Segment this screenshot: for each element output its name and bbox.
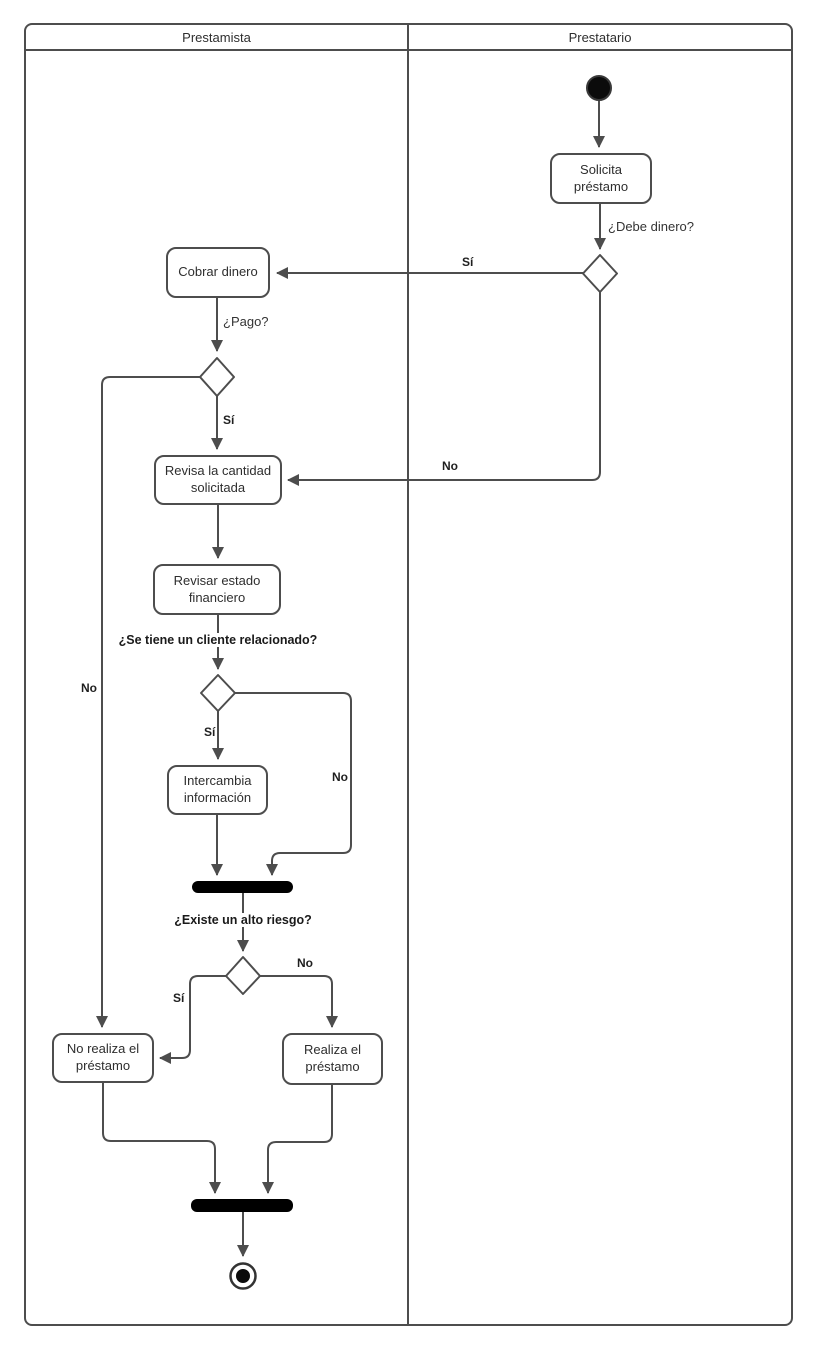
guard-riesgo-si: Sí bbox=[172, 991, 186, 1005]
edge-cliente-no-to-join1 bbox=[235, 692, 352, 876]
decision-cliente-relacionado bbox=[200, 674, 236, 712]
edge-pago-no-to-no-realiza bbox=[96, 376, 200, 1028]
edge-debe-no-to-revisa bbox=[287, 292, 601, 486]
activity-revisar-estado: Revisar estado financiero bbox=[153, 564, 281, 615]
decision-debe-dinero bbox=[582, 254, 618, 293]
join-bar-2 bbox=[191, 1199, 293, 1212]
guard-pago-si: Sí bbox=[222, 413, 236, 427]
guard-debe-si: Sí bbox=[461, 255, 475, 269]
edge-riesgo-si-to-no-realiza bbox=[159, 975, 226, 1064]
question-cliente-relacionado: ¿Se tiene un cliente relacionado? bbox=[117, 633, 319, 647]
activity-revisa-cantidad: Revisa la cantidad solicitada bbox=[154, 455, 282, 505]
guard-cliente-si: Sí bbox=[203, 725, 217, 739]
question-debe-dinero: ¿Debe dinero? bbox=[607, 219, 695, 234]
activity-cobrar-dinero: Cobrar dinero bbox=[166, 247, 270, 298]
guard-riesgo-no: No bbox=[296, 956, 314, 970]
join-bar-1 bbox=[192, 881, 293, 893]
guard-cliente-no: No bbox=[331, 770, 349, 784]
guard-pago-no: No bbox=[80, 681, 98, 695]
lane-header-prestamista: Prestamista bbox=[182, 29, 251, 45]
edge-riesgo-no-to-realiza bbox=[260, 975, 338, 1028]
edge-realiza-to-join2 bbox=[262, 1085, 333, 1194]
lane-header-prestatario: Prestatario bbox=[568, 29, 632, 45]
edge-no-realiza-to-join2 bbox=[102, 1083, 221, 1194]
question-pago: ¿Pago? bbox=[222, 314, 270, 329]
activity-no-realiza-prestamo: No realiza el préstamo bbox=[52, 1033, 154, 1083]
activity-realiza-prestamo: Realiza el préstamo bbox=[282, 1033, 383, 1085]
end-node-inner bbox=[236, 1269, 250, 1283]
activity-solicita-prestamo: Solicita préstamo bbox=[550, 153, 652, 204]
activity-intercambia-informacion: Intercambia información bbox=[167, 765, 268, 815]
start-node-icon bbox=[586, 75, 612, 101]
decision-pago bbox=[199, 357, 235, 397]
end-node-icon bbox=[229, 1262, 257, 1290]
guard-debe-no: No bbox=[441, 459, 459, 473]
question-alto-riesgo: ¿Existe un alto riesgo? bbox=[173, 913, 313, 927]
decision-alto-riesgo bbox=[225, 956, 261, 995]
